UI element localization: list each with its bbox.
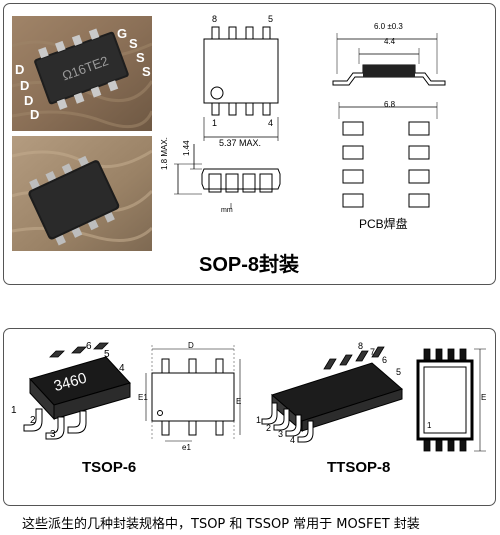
ttsop8-pin-1: 1	[256, 415, 262, 425]
sop8-width-dim: 5.37 MAX.	[219, 138, 262, 148]
sop8-pin-4-label: 4	[268, 118, 274, 128]
sop8-pcb-drawing	[332, 33, 446, 208]
tsop6-dim-e1: E1	[138, 393, 148, 402]
caption: 这些派生的几种封装规格中，TSOP 和 TSSOP 常用于 MOSFET 封装	[22, 517, 420, 532]
tsop6-pin-3: 3	[50, 429, 56, 440]
pin-label-d: D	[24, 93, 33, 108]
tsop6-pin-4: 4	[119, 363, 125, 374]
sop8-height-dim: 1.8 MAX.	[160, 137, 169, 170]
ttsop8-top-view	[416, 348, 486, 452]
tsop6-pin-2: 2	[30, 415, 36, 426]
tsop6-title: TSOP-6	[82, 459, 137, 476]
ttsop8-pin-7: 7	[370, 347, 376, 357]
tsop6-dim-e1-pitch: e1	[182, 443, 191, 452]
sop8-panel: Ω16TE2 G S S S D D D D	[3, 3, 496, 285]
sop8-top-view-drawing	[174, 26, 281, 209]
tsop6-pin-5: 5	[104, 349, 110, 360]
ttsop8-dim-e: E	[481, 393, 487, 402]
sop8-pitch-dim: 6.8	[384, 100, 396, 109]
sop8-photo-bottom	[12, 136, 152, 251]
tsop6-dim-e: E	[236, 397, 242, 406]
tsop6-top-view	[145, 345, 241, 442]
pin-label-d: D	[30, 107, 39, 122]
sop8-body-dim: 4.4	[384, 37, 396, 46]
pin-label-d: D	[20, 78, 29, 93]
tsop6-dim-d: D	[188, 341, 194, 350]
sop8-unit-label: mm	[221, 207, 233, 214]
tsop6-3d-drawing: 3460	[23, 342, 131, 440]
pin-label-d: D	[15, 62, 24, 77]
sop8-pin-5-label: 5	[268, 14, 274, 24]
tsop-panel: 3460 1 2 3 4 5 6 D E1 E e1 TSOP-6	[3, 328, 496, 506]
ttsop8-pin-5: 5	[396, 367, 402, 377]
pcb-pad-label: PCB焊盘	[359, 217, 408, 231]
ttsop8-3d-drawing	[261, 346, 403, 443]
ttsop8-title: TTSOP-8	[327, 459, 391, 476]
ttsop8-pin-6: 6	[382, 355, 388, 365]
sop8-overall-dim: 6.0 ±0.3	[374, 22, 403, 31]
sop8-pin-8-label: 8	[212, 14, 218, 24]
ttsop8-pin-1-marker: 1	[427, 421, 432, 430]
pin-label-s: S	[129, 36, 138, 51]
pin-label-s: S	[142, 64, 151, 79]
pin-label-g: G	[117, 26, 127, 41]
ttsop8-pin-8: 8	[358, 341, 364, 351]
sop8-photo-top: Ω16TE2 G S S S D D D D	[12, 16, 152, 131]
ttsop8-pin-4: 4	[290, 435, 296, 445]
ttsop8-pin-2: 2	[266, 423, 272, 433]
sop8-lead-dim: 1.44	[182, 140, 191, 156]
tsop6-pin-1: 1	[11, 405, 17, 416]
sop8-title: SOP-8封装	[199, 254, 300, 276]
pin-label-s: S	[136, 50, 145, 65]
sop8-pin-1-label: 1	[212, 118, 218, 128]
ttsop8-pin-3: 3	[278, 429, 284, 439]
tsop6-pin-6: 6	[86, 341, 92, 352]
